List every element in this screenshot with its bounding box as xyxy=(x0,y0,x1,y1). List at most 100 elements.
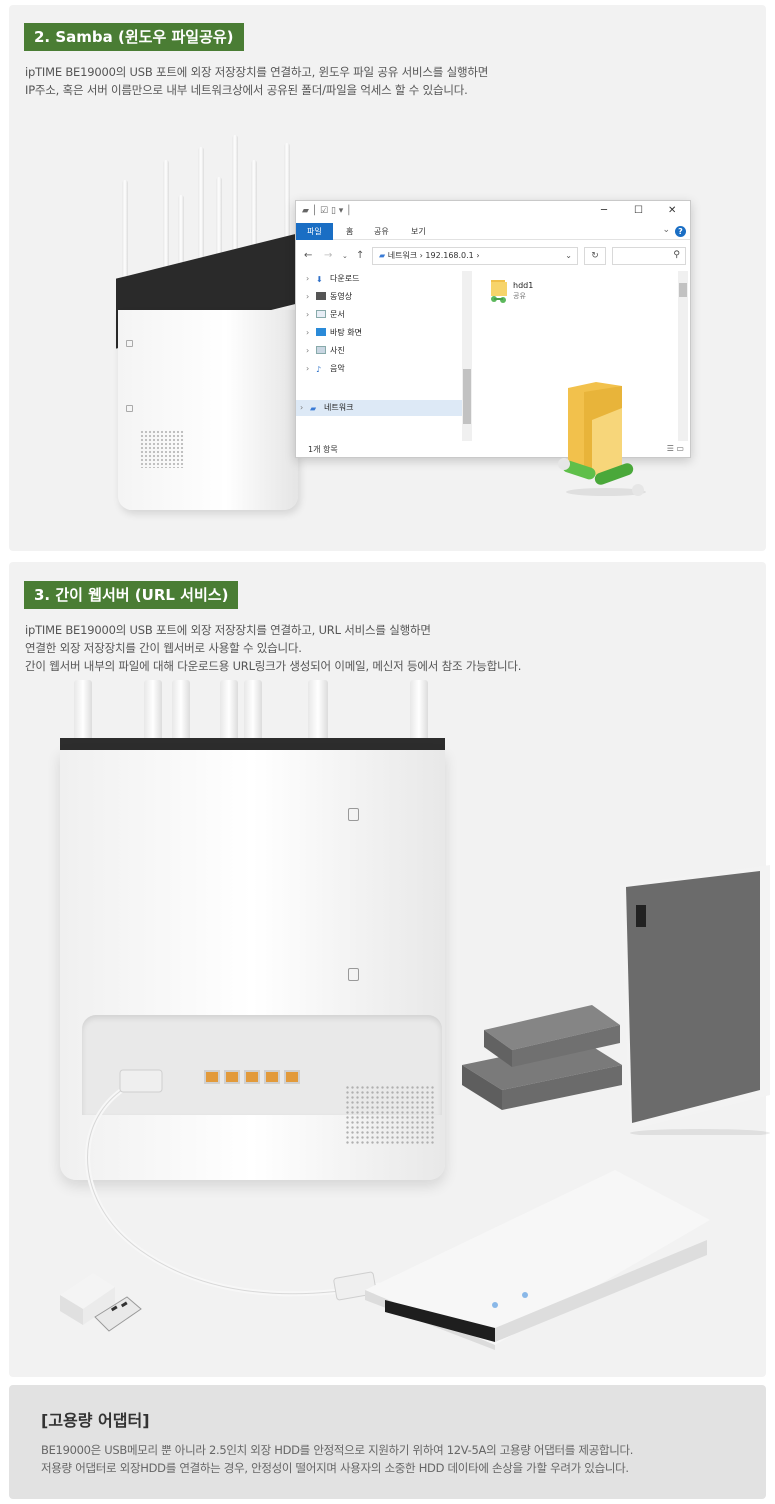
antenna xyxy=(122,180,128,320)
folder-item-hdd1[interactable]: hdd1 공유 xyxy=(489,279,549,313)
led-indicator xyxy=(348,808,359,821)
nav-item-downloads[interactable]: ›⬇다운로드 xyxy=(306,274,360,284)
nav-item-pictures[interactable]: ›사진 xyxy=(306,346,345,355)
address-bar[interactable]: ▰ 네트워크 › 192.168.0.1 › ⌄ xyxy=(372,247,578,265)
router-image-2 xyxy=(60,680,450,1200)
web-desc-line-1: ipTIME BE19000의 USB 포트에 외장 저장장치를 연결하고, U… xyxy=(25,623,431,637)
web-server-heading: 3. 간이 웹서버 (URL 서비스) xyxy=(24,581,239,609)
nav-item-label: 문서 xyxy=(330,310,345,319)
nav-item-label: 다운로드 xyxy=(330,274,360,283)
download-icon: ⬇ xyxy=(316,275,323,284)
web-desc-line-2: 연결한 외장 저장장치를 간이 웹서버로 사용할 수 있습니다. xyxy=(25,641,302,655)
lan-port xyxy=(244,1070,260,1084)
antenna xyxy=(172,680,190,745)
web-desc-line-3: 간이 웹서버 내부의 파일에 대해 다운로드용 URL링크가 생성되어 이메일,… xyxy=(25,659,522,673)
address-dropdown-icon[interactable]: ⌄ xyxy=(565,251,572,260)
tab-view[interactable]: 보기 xyxy=(411,227,426,236)
scrollbar-thumb[interactable] xyxy=(463,369,471,424)
lan-port xyxy=(224,1070,240,1084)
antenna xyxy=(251,160,257,280)
explorer-titlebar: ▰ │ ☑ ▯ ▾ │ ─ ☐ ✕ xyxy=(296,201,690,221)
adapter-desc-line-2: 저용량 어댑터로 외장HDD를 연결하는 경우, 안정성이 떨어지며 사용자의 … xyxy=(41,1461,629,1475)
view-toggle-icons[interactable]: ☰ ▭ xyxy=(666,444,684,453)
lan-port xyxy=(284,1070,300,1084)
close-icon[interactable]: ✕ xyxy=(668,205,677,216)
navigation-pane: ›⬇다운로드 ›동영상 ›문서 ›바탕 화면 ›사진 ›♪음악 ›▰네트워크 xyxy=(296,271,474,441)
maximize-icon[interactable]: ☐ xyxy=(634,205,643,216)
folder-subtitle: 공유 xyxy=(513,292,526,300)
up-arrow-icon[interactable]: ↑ xyxy=(356,250,365,261)
router-image-1 xyxy=(108,135,318,515)
led-indicator xyxy=(126,340,133,347)
router-body xyxy=(118,310,298,510)
tab-home[interactable]: 홈 xyxy=(346,227,354,236)
document-icon xyxy=(316,310,326,318)
nav-item-label: 음악 xyxy=(330,364,345,373)
nav-item-music[interactable]: ›♪음악 xyxy=(306,364,345,374)
led-indicator xyxy=(126,405,133,412)
hdd-stack-image xyxy=(462,1005,622,1110)
antenna xyxy=(163,160,169,310)
minimize-icon[interactable]: ─ xyxy=(601,205,608,216)
nav-item-desktop[interactable]: ›바탕 화면 xyxy=(306,328,362,337)
antenna xyxy=(198,147,204,292)
antenna xyxy=(74,680,92,745)
usb-memory-image xyxy=(60,1273,142,1332)
samba-desc-line-2: IP주소, 혹은 서버 이름만으로 내부 네트워크상에서 공유된 폴더/파일을 … xyxy=(25,83,468,97)
adapter-title: [고용량 어댑터] xyxy=(41,1411,150,1430)
nav-pane-scrollbar[interactable] xyxy=(462,271,472,441)
picture-icon xyxy=(316,346,326,354)
antenna xyxy=(216,177,222,307)
antenna xyxy=(144,680,162,745)
tab-file[interactable]: 파일 xyxy=(296,223,333,240)
shared-folder-icon xyxy=(558,382,646,496)
nav-item-documents[interactable]: ›문서 xyxy=(306,310,345,319)
back-arrow-icon[interactable]: ← xyxy=(304,250,313,261)
vent-grille xyxy=(140,430,184,468)
antenna xyxy=(410,680,428,745)
video-icon xyxy=(316,292,326,300)
samba-desc-line-1: ipTIME BE19000의 USB 포트에 외장 저장장치를 연결하고, 윈… xyxy=(25,65,489,79)
shared-folder-icon xyxy=(491,280,507,303)
folder-name: hdd1 xyxy=(513,281,534,290)
search-input[interactable]: ⚲ xyxy=(612,247,686,265)
adapter-desc-line-1: BE19000은 USB메모리 뿐 아니라 2.5인치 외장 HDD를 안정적으… xyxy=(41,1443,634,1457)
nav-item-label: 사진 xyxy=(330,346,345,355)
chevron-down-icon[interactable]: ⌄ xyxy=(662,225,670,235)
samba-heading: 2. Samba (윈도우 파일공유) xyxy=(24,23,244,51)
network-icon: ▰ xyxy=(379,251,386,260)
nav-item-label: 바탕 화면 xyxy=(330,328,362,337)
usb-cable-image xyxy=(85,1069,381,1301)
lan-port xyxy=(264,1070,280,1084)
recent-dropdown-icon[interactable]: ⌄ xyxy=(342,252,348,260)
antenna xyxy=(284,143,290,268)
refresh-icon[interactable]: ↻ xyxy=(584,247,606,265)
content-scrollbar[interactable] xyxy=(678,271,688,441)
content-pane: hdd1 공유 xyxy=(481,271,676,441)
music-icon: ♪ xyxy=(316,365,322,374)
file-explorer-window: ▰ │ ☑ ▯ ▾ │ ─ ☐ ✕ 파일 홈 공유 보기 ⌄ ? ← → ⌄ ↑… xyxy=(295,200,691,458)
address-path: 네트워크 › 192.168.0.1 › xyxy=(387,251,480,260)
adapter-section: [고용량 어댑터] BE19000은 USB메모리 뿐 아니라 2.5인치 외장… xyxy=(9,1385,766,1499)
antenna xyxy=(244,680,262,745)
ribbon-tabs: 파일 홈 공유 보기 ⌄ ? xyxy=(296,223,690,240)
portable-hdd-image xyxy=(365,1170,710,1350)
nav-item-network[interactable]: ›▰네트워크 xyxy=(296,400,462,416)
network-icon: ▰ xyxy=(310,404,317,413)
forward-arrow-icon[interactable]: → xyxy=(324,250,333,261)
address-row: ← → ⌄ ↑ ▰ 네트워크 › 192.168.0.1 › ⌄ ↻ ⚲ xyxy=(296,245,690,267)
hdd-enclosure-image xyxy=(620,865,770,1135)
quick-access-toolbar-icon[interactable]: ▰ │ ☑ ▯ ▾ │ xyxy=(302,206,352,216)
antenna xyxy=(308,680,328,745)
vent-grille xyxy=(345,1085,435,1145)
tab-share[interactable]: 공유 xyxy=(374,227,389,236)
nav-item-label: 네트워크 xyxy=(324,403,354,412)
scrollbar-thumb[interactable] xyxy=(679,283,687,297)
antenna xyxy=(232,135,238,275)
antenna xyxy=(220,680,238,745)
search-icon: ⚲ xyxy=(673,250,680,260)
nav-item-videos[interactable]: ›동영상 xyxy=(306,292,353,301)
led-indicator xyxy=(348,968,359,981)
help-icon[interactable]: ? xyxy=(675,226,686,237)
desktop-icon xyxy=(316,328,326,336)
